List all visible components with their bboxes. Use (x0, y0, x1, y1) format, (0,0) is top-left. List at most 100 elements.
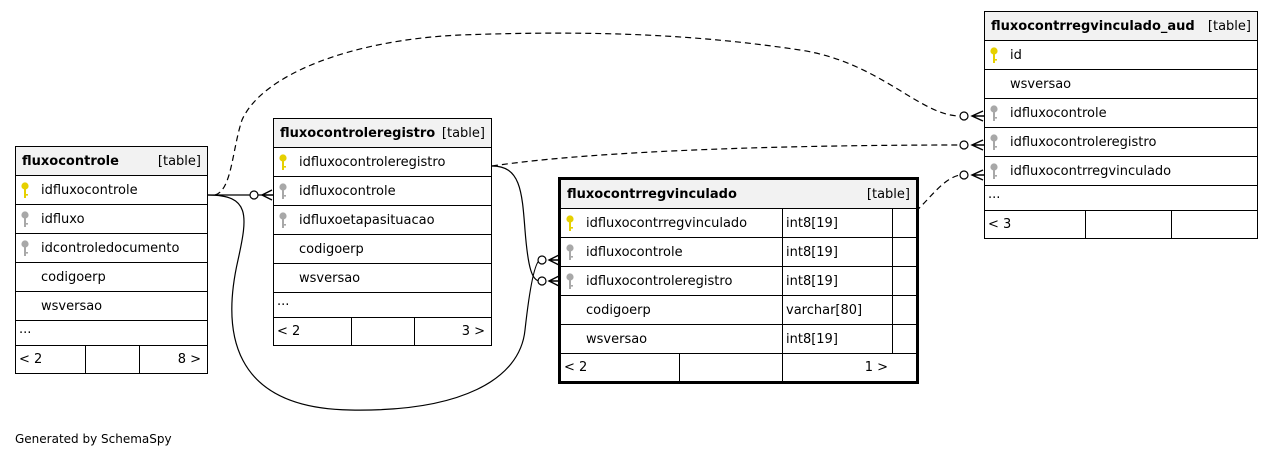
table-header: fluxocontrole [table] (16, 147, 207, 176)
parents-count: < 2 (277, 324, 301, 339)
column-name: idfluxocontrole (299, 183, 396, 199)
column-row[interactable]: idfluxocontrregvinculado (985, 157, 1257, 186)
column-name: idfluxocontrole (41, 182, 138, 198)
footer-spacer (85, 346, 140, 373)
column-name: wsversao (586, 331, 648, 347)
table-kind: [table] (441, 125, 485, 141)
column-row[interactable]: idfluxoetapasituacao (274, 206, 491, 235)
primary-key-icon (20, 182, 30, 199)
column-type: int8[19] (782, 209, 892, 237)
column-name: codigoerp (41, 269, 106, 285)
parents-count: < 3 (988, 217, 1012, 232)
table-header: fluxocontrregvinculado_aud [table] (985, 12, 1257, 41)
table-footer: < 2 8 > (16, 346, 207, 373)
column-type: int8[19] (782, 267, 892, 295)
column-name: idfluxocontrole (1010, 105, 1107, 121)
column-row[interactable]: codigoerp (274, 235, 491, 264)
column-row[interactable]: idcontroledocumento (16, 234, 207, 263)
column-row[interactable]: idfluxo (16, 205, 207, 234)
column-name: idfluxocontroleregistro (299, 154, 446, 170)
column-type: int8[19] (782, 238, 892, 266)
table-name: fluxocontrregvinculado (567, 186, 737, 202)
table-fluxocontrole[interactable]: fluxocontrole [table] idfluxocontrole idf… (15, 146, 208, 374)
foreign-key-icon (989, 163, 999, 180)
column-name: idfluxocontroleregistro (586, 273, 733, 289)
column-name: wsversao (1010, 76, 1072, 92)
column-type: int8[19] (782, 325, 892, 353)
column-name: wsversao (299, 270, 361, 286)
children-count: 1 > (864, 360, 888, 375)
column-name: idfluxocontrregvinculado (586, 215, 748, 231)
column-name: codigoerp (299, 241, 364, 257)
column-row[interactable]: idfluxocontroleregistro int8[19] (561, 267, 916, 296)
column-row[interactable]: idfluxocontroleregistro (985, 128, 1257, 157)
foreign-key-icon (20, 240, 30, 257)
more-columns: ... (274, 293, 491, 318)
foreign-key-icon (565, 273, 575, 290)
column-row[interactable]: idfluxocontrole int8[19] (561, 238, 916, 267)
foreign-key-icon (565, 244, 575, 261)
table-name: fluxocontrole (22, 153, 119, 169)
crowfoot (970, 110, 984, 122)
column-row[interactable]: wsversao int8[19] (561, 325, 916, 354)
column-name: idcontroledocumento (41, 240, 180, 256)
children-count: 3 > (461, 324, 485, 339)
footer-spacer (679, 354, 783, 381)
column-row[interactable]: idfluxocontrole (16, 176, 207, 205)
table-footer: < 2 3 > (274, 318, 491, 345)
table-name: fluxocontrregvinculado_aud (991, 18, 1195, 34)
table-name: fluxocontroleregistro (280, 125, 436, 141)
table-fluxocontroleregistro[interactable]: fluxocontroleregistro [table] idfluxocon… (273, 118, 492, 346)
relation-end-circle (249, 190, 259, 200)
foreign-key-icon (278, 212, 288, 229)
relation-line (491, 165, 541, 282)
table-footer: < 2 1 > (561, 354, 916, 381)
column-row[interactable]: wsversao (16, 292, 207, 321)
children-count: 8 > (177, 352, 201, 367)
foreign-key-icon (989, 134, 999, 151)
column-row[interactable]: idfluxocontroleregistro (274, 148, 491, 177)
relation-end-circle (959, 170, 969, 180)
relation-line (889, 174, 961, 227)
foreign-key-icon (20, 211, 30, 228)
column-name: idfluxo (41, 211, 85, 227)
column-row[interactable]: wsversao (274, 264, 491, 293)
table-header: fluxocontroleregistro [table] (274, 119, 491, 148)
column-name: idfluxocontroleregistro (1010, 134, 1157, 150)
table-kind: [table] (157, 153, 201, 169)
column-name: idfluxocontrole (586, 244, 683, 260)
column-row[interactable]: idfluxocontrole (985, 99, 1257, 128)
relation-end-circle (959, 111, 969, 121)
table-fluxocontrregvinculado[interactable]: fluxocontrregvinculado [table] idfluxoco… (558, 177, 919, 384)
column-spacer (892, 238, 893, 266)
table-fluxocontrregvinculado-aud[interactable]: fluxocontrregvinculado_aud [table] id wsv… (984, 11, 1258, 239)
column-name: id (1010, 47, 1022, 63)
column-spacer (892, 325, 893, 353)
parents-count: < 2 (19, 352, 43, 367)
column-row[interactable]: idfluxocontrregvinculado int8[19] (561, 209, 916, 238)
column-row[interactable]: codigoerp (16, 263, 207, 292)
column-name: wsversao (41, 298, 103, 314)
footer-spacer (351, 318, 415, 345)
table-footer: < 3 (985, 211, 1257, 238)
foreign-key-icon (989, 105, 999, 122)
column-name: idfluxocontrregvinculado (1010, 163, 1172, 179)
column-name: codigoerp (586, 302, 651, 318)
column-spacer (892, 296, 893, 324)
more-columns: ... (985, 186, 1257, 211)
footer-spacer (1085, 211, 1172, 238)
primary-key-icon (989, 47, 999, 64)
table-kind: [table] (1207, 18, 1251, 34)
column-row[interactable]: wsversao (985, 70, 1257, 99)
table-kind: [table] (866, 186, 910, 202)
crowfoot (970, 169, 984, 181)
crowfoot (260, 189, 274, 201)
parents-count: < 2 (564, 360, 588, 375)
column-row[interactable]: idfluxocontrole (274, 177, 491, 206)
crowfoot (970, 139, 984, 151)
relation-end-circle (959, 140, 969, 150)
column-row[interactable]: id (985, 41, 1257, 70)
primary-key-icon (565, 215, 575, 232)
